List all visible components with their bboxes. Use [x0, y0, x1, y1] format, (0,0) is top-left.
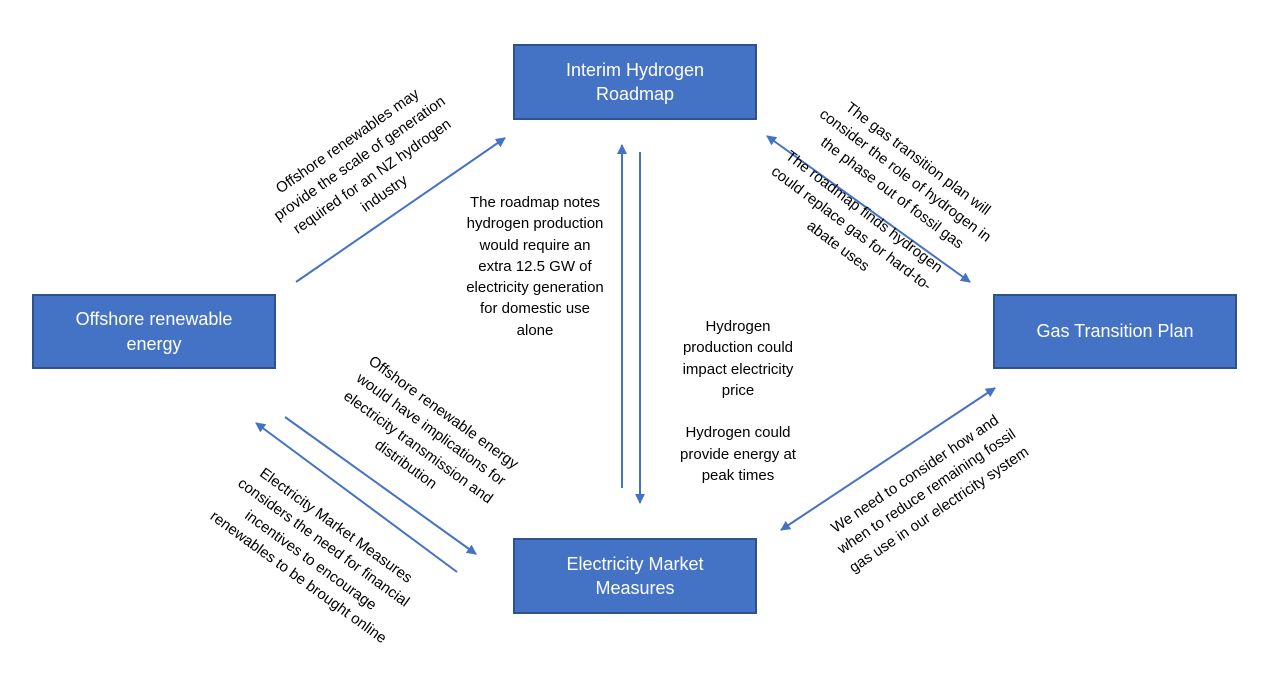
electricity-market-measures-box: Electricity Market Measures	[513, 538, 757, 614]
arrow-offshore-to-electricity	[284, 416, 477, 555]
interim-hydrogen-roadmap-box: Interim Hydrogen Roadmap	[513, 44, 757, 120]
arrow-offshore-to-hydrogen	[295, 137, 506, 283]
offshore-renewable-energy-box: Offshore renewable energy	[32, 294, 276, 369]
gas-transition-plan-box: Gas Transition Plan	[993, 294, 1237, 369]
hydrogen-electricity-generation-label: The roadmap notes hydrogen production wo…	[466, 194, 604, 339]
arrow-electricity-to-offshore	[255, 422, 458, 573]
arrow-gas-electricity	[780, 387, 996, 531]
arrow-hydrogen-gas	[766, 135, 971, 283]
hydrogen-electricity-impact-label: Hydrogen production could impact electri…	[680, 318, 796, 485]
